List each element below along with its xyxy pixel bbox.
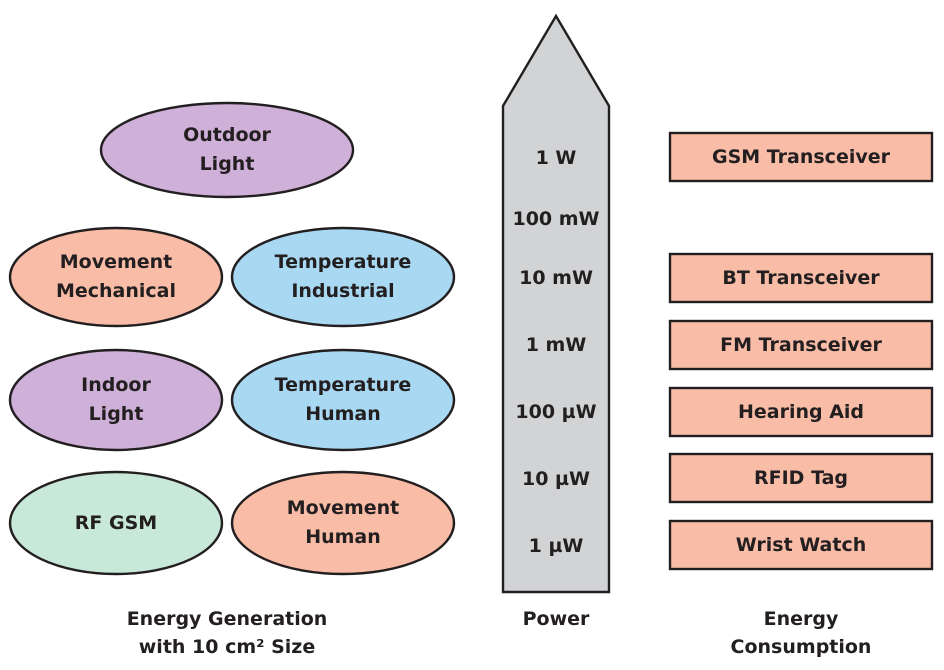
label-indoor-light-line2: Light	[88, 403, 144, 425]
ellipse-temperature-industrial	[230, 226, 456, 328]
caption-energy-generation-line1: Energy Generation	[126, 608, 328, 630]
label-movement-mechanical: Movement Mechanical	[16, 247, 216, 307]
power-level-10mw: 10 mW	[519, 267, 593, 289]
caption-power-line1: Power	[522, 608, 590, 630]
power-level-1w: 1 W	[535, 147, 577, 169]
label-temperature-industrial-line1: Temperature	[274, 251, 412, 273]
caption-energy-consumption-line1: Energy	[763, 608, 839, 630]
power-level-1mw: 1 mW	[525, 334, 587, 356]
label-outdoor-light-line2: Light	[199, 153, 255, 175]
ellipse-movement-mechanical	[8, 226, 224, 328]
label-gsm-transceiver: GSM Transceiver	[711, 145, 890, 168]
label-temperature-industrial-line2: Industrial	[291, 280, 395, 302]
label-movement-mechanical-line2: Mechanical	[55, 280, 177, 302]
ellipse-movement-human	[230, 470, 456, 576]
caption-energy-generation: Energy Generation with 10 cm² Size	[97, 605, 357, 661]
power-level-100mw: 100 mW	[512, 208, 600, 230]
caption-energy-consumption-line2: Consumption	[730, 636, 872, 658]
box-fm-transceiver	[668, 319, 934, 371]
label-hearing-aid: Hearing Aid	[737, 400, 865, 423]
power-arrow	[501, 13, 611, 594]
caption-power: Power	[496, 605, 616, 633]
label-movement-human-line2: Human	[305, 526, 381, 548]
label-outdoor-light-line1: Outdoor	[183, 124, 271, 146]
ellipse-temperature-human	[230, 348, 456, 452]
label-fm-transceiver: FM Transceiver	[720, 333, 882, 356]
label-movement-mechanical-line1: Movement	[59, 251, 173, 273]
caption-energy-consumption: Energy Consumption	[681, 605, 921, 661]
label-outdoor-light: Outdoor Light	[127, 120, 327, 180]
ellipse-outdoor-light	[99, 101, 355, 199]
ellipse-indoor-light	[8, 348, 224, 452]
caption-energy-generation-line2: with 10 cm² Size	[138, 636, 316, 658]
power-level-100uw: 100 µW	[515, 401, 597, 423]
box-bt-transceiver	[668, 252, 934, 304]
power-level-10uw: 10 µW	[522, 468, 590, 490]
power-level-1uw: 1 µW	[528, 535, 584, 557]
label-wrist-watch: Wrist Watch	[735, 533, 867, 556]
label-rfid-tag: RFID Tag	[754, 466, 848, 489]
label-bt-transceiver: BT Transceiver	[722, 266, 880, 289]
label-rf-gsm: RF GSM	[16, 508, 216, 538]
box-gsm-transceiver	[668, 131, 934, 183]
ellipse-rf-gsm	[8, 470, 224, 576]
label-movement-human: Movement Human	[243, 493, 443, 553]
box-hearing-aid	[668, 386, 934, 438]
label-indoor-light: Indoor Light	[16, 370, 216, 430]
label-temperature-human-line2: Human	[305, 403, 381, 425]
label-indoor-light-line1: Indoor	[81, 374, 151, 396]
label-temperature-human: Temperature Human	[243, 370, 443, 430]
box-rfid-tag	[668, 452, 934, 504]
box-wrist-watch	[668, 519, 934, 571]
label-temperature-human-line1: Temperature	[274, 374, 412, 396]
label-rf-gsm-line1: RF GSM	[74, 511, 158, 534]
label-movement-human-line1: Movement	[286, 497, 400, 519]
label-temperature-industrial: Temperature Industrial	[243, 247, 443, 307]
